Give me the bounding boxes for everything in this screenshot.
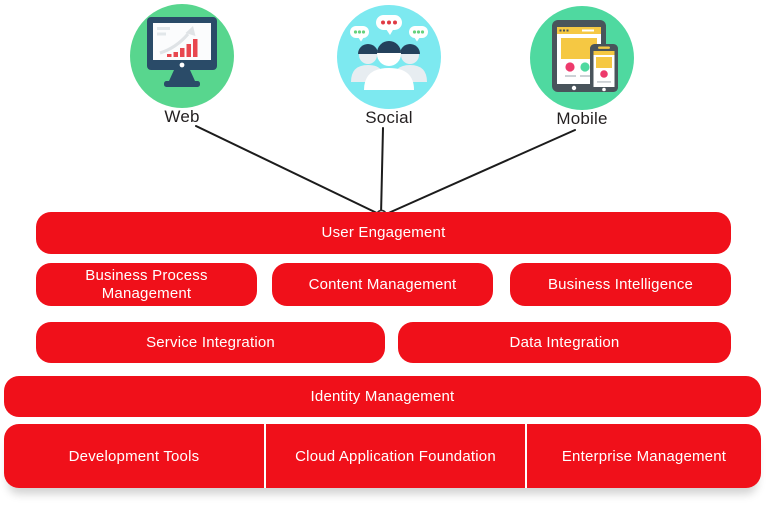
connector-line-mobile: [383, 129, 576, 216]
layer-cloud-application-foundation: Cloud Application Foundation: [266, 424, 525, 488]
tablet-smartphone-icon: [530, 6, 634, 110]
layer-business-process-management-label: Business Process Management: [85, 266, 208, 302]
layer-development-tools-label: Development Tools: [68, 447, 200, 465]
layer-service-integration: Service Integration: [36, 322, 385, 363]
layer-business-process-management: Business Process Management: [36, 263, 257, 306]
layer-content-management: Content Management: [272, 263, 493, 306]
layer-data-integration-label: Data Integration: [509, 333, 620, 351]
source-label-mobile: Mobile: [556, 109, 608, 128]
layer-enterprise-management-label: Enterprise Management: [561, 447, 727, 465]
layer-data-integration: Data Integration: [398, 322, 731, 363]
layer-business-intelligence-label: Business Intelligence: [547, 275, 694, 293]
layer-business-intelligence: Business Intelligence: [510, 263, 731, 306]
source-label-web: Web: [164, 107, 200, 126]
layer-cloud-application-foundation-label: Cloud Application Foundation: [295, 447, 496, 465]
layer-identity-management: Identity Management: [4, 376, 761, 417]
layer-content-management-label: Content Management: [308, 275, 457, 293]
people-speech-bubbles-icon: [337, 5, 441, 109]
layer-enterprise-management: Enterprise Management: [527, 424, 761, 488]
layer-user-engagement-label: User Engagement: [321, 224, 446, 242]
source-label-social: Social: [365, 108, 413, 127]
monitor-bar-chart-icon: [130, 4, 234, 108]
foundation-layer: Development Tools Cloud Application Foun…: [4, 424, 761, 488]
layer-identity-management-label: Identity Management: [310, 387, 455, 405]
connector-line-web: [195, 125, 382, 216]
layer-user-engagement: User Engagement: [36, 212, 731, 254]
connector-line-social: [380, 127, 384, 216]
layer-service-integration-label: Service Integration: [146, 333, 275, 351]
layer-development-tools: Development Tools: [4, 424, 264, 488]
